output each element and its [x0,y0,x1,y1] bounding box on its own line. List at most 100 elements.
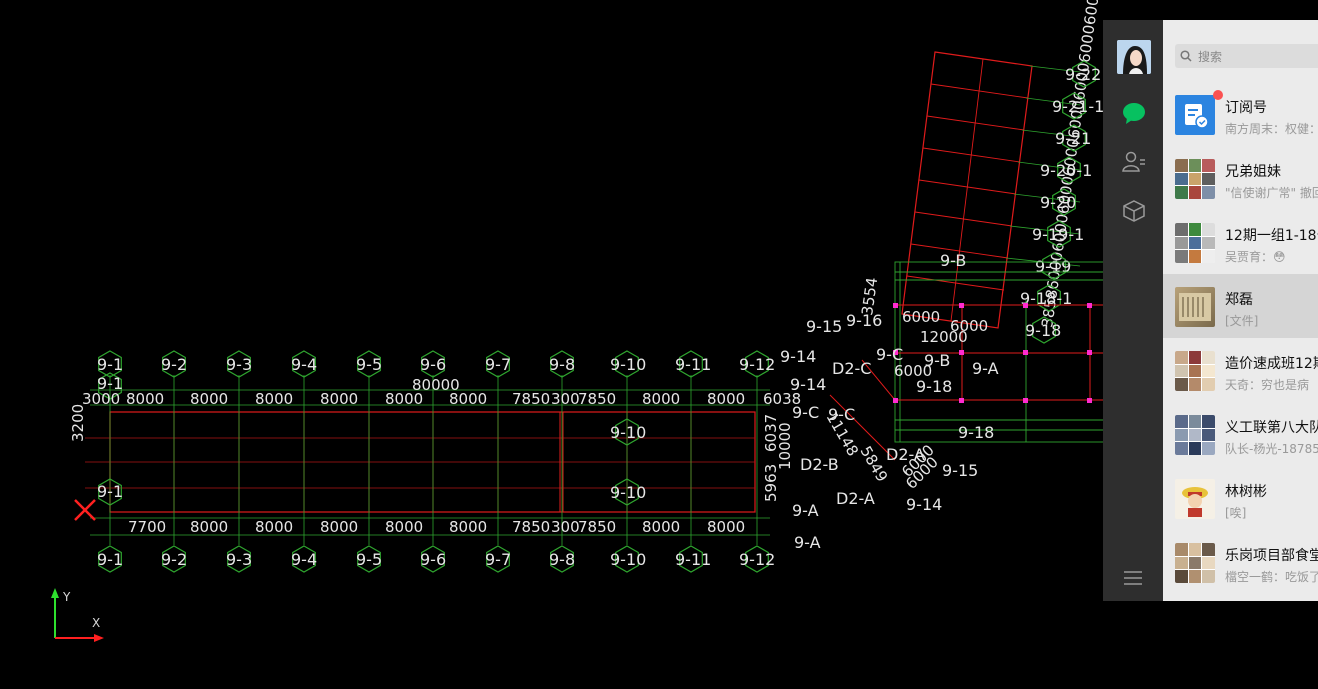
svg-text:80000: 80000 [412,376,460,394]
svg-text:9-A: 9-A [792,501,819,520]
svg-text:6000: 6000 [894,362,932,380]
group-avatar [1175,415,1215,455]
svg-text:9-14: 9-14 [906,495,942,514]
chat-item-lin[interactable]: 林树彬 [唉] [1163,466,1318,530]
svg-text:8000: 8000 [385,390,423,408]
svg-text:9-2: 9-2 [161,550,187,569]
search-placeholder: 搜索 [1198,49,1223,64]
svg-text:9-A: 9-A [972,359,999,378]
svg-text:9-20: 9-20 [1040,193,1076,212]
my-avatar[interactable] [1117,40,1151,74]
svg-text:9-2: 9-2 [161,355,187,374]
svg-text:9-5: 9-5 [356,550,382,569]
subscription-icon [1175,95,1215,135]
svg-text:9-C: 9-C [876,345,903,364]
svg-text:9-6: 9-6 [420,355,446,374]
group-avatar [1175,351,1215,391]
svg-text:9-18-1: 9-18-1 [1020,289,1072,308]
chat-bubble-icon[interactable] [1121,100,1147,126]
ucs-icon: Y X [51,588,104,642]
svg-text:5963: 5963 [762,464,780,502]
bottom-axis-labels: 9-1 9-2 9-3 9-4 9-5 9-6 9-7 9-8 9-10 9-1… [97,545,775,573]
top-axis-labels: 9-1 9-2 9-3 9-4 9-5 9-6 9-7 9-8 9-10 9-1… [97,350,775,378]
svg-text:9-14: 9-14 [790,375,826,394]
svg-text:10000: 10000 [776,422,794,470]
search-box[interactable]: 搜索 [1175,44,1318,68]
chat-preview: [唉] [1225,506,1247,520]
svg-text:9-14: 9-14 [780,347,816,366]
svg-text:9-6: 9-6 [420,550,446,569]
svg-text:6038: 6038 [763,390,801,408]
svg-text:6000: 6000 [902,308,940,326]
svg-text:8000: 8000 [449,518,487,536]
svg-text:9-8: 9-8 [549,355,575,374]
chat-item-zhenglei[interactable]: 郑磊 [文件] [1163,274,1318,338]
chat-item-subscriptions[interactable]: 订阅号 南方周末：权健： [1163,82,1318,146]
left-dimension: 3200 [69,404,87,442]
chat-list: 搜索 订阅号 南方周末：权健： 兄弟姐妹 "信使谢广常" 撤回 12期一组1-1… [1163,20,1318,601]
svg-text:7850: 7850 [578,518,616,536]
svg-text:9-16: 9-16 [846,311,882,330]
svg-text:6000: 6000 [950,317,988,335]
svg-text:300: 300 [551,518,580,536]
search-icon [1180,50,1194,62]
svg-text:9-C: 9-C [792,403,819,422]
svg-text:Y: Y [62,590,71,604]
chat-item-volunteers[interactable]: 义工联第八大队 队长-杨光-18785 [1163,402,1318,466]
chat-item-canteen[interactable]: 乐岗项目部食堂 檔空一鹤：吃饭了 [1163,530,1318,594]
chat-name: 造价速成班12期 [1225,356,1318,372]
chat-item-siblings[interactable]: 兄弟姐妹 "信使谢广常" 撤回 [1163,146,1318,210]
svg-text:8000: 8000 [642,518,680,536]
svg-text:9-7: 9-7 [485,355,511,374]
svg-text:8000: 8000 [255,518,293,536]
contact-avatar [1175,287,1215,327]
svg-text:D2-C: D2-C [832,359,871,378]
chat-item-group-12[interactable]: 12期一组1-18号 吴贾育：😳 [1163,210,1318,274]
svg-text:9-4: 9-4 [291,355,317,374]
chat-item-cost-course[interactable]: 造价速成班12期 天奇：穷也是病 [1163,338,1318,402]
svg-text:9-A: 9-A [794,533,821,552]
svg-text:9-11: 9-11 [675,550,711,569]
left-axis-labels: 9-1 9-1 [97,372,123,506]
chat-name: 义工联第八大队 [1225,420,1318,436]
svg-text:9-15: 9-15 [806,317,842,336]
svg-text:9-5: 9-5 [356,355,382,374]
svg-text:8000: 8000 [385,518,423,536]
wechat-window[interactable]: 搜索 订阅号 南方周末：权健： 兄弟姐妹 "信使谢广常" 撤回 12期一组1-1… [1103,20,1318,601]
svg-text:3554: 3554 [858,276,881,316]
chat-name: 兄弟姐妹 [1225,164,1281,180]
svg-text:9-B: 9-B [940,251,966,270]
svg-text:6037: 6037 [762,414,780,452]
svg-text:X: X [92,616,100,630]
svg-text:9-3: 9-3 [226,355,252,374]
svg-text:9-1: 9-1 [97,374,123,393]
svg-text:7850: 7850 [578,390,616,408]
chat-name: 乐岗项目部食堂 [1225,548,1318,564]
svg-text:9-21: 9-21 [1055,129,1091,148]
svg-text:9-11: 9-11 [675,355,711,374]
svg-text:7850: 7850 [512,518,550,536]
svg-text:8000: 8000 [320,518,358,536]
group-avatar [1175,159,1215,199]
chat-preview: 吴贾育：😳 [1225,250,1286,264]
contacts-icon[interactable] [1121,148,1147,174]
svg-text:8000: 8000 [126,390,164,408]
chat-name: 郑磊 [1225,292,1253,308]
svg-text:8000: 8000 [642,390,680,408]
svg-text:D2-A: D2-A [886,445,925,464]
svg-text:9-3: 9-3 [226,550,252,569]
group-avatar [1175,543,1215,583]
svg-text:7700: 7700 [128,518,166,536]
unread-badge [1213,90,1223,100]
menu-icon[interactable] [1123,570,1143,585]
svg-text:9-10: 9-10 [610,483,646,502]
svg-text:9-15: 9-15 [942,461,978,480]
chat-name: 订阅号 [1225,100,1267,116]
svg-text:12000: 12000 [920,328,968,346]
wechat-sidebar [1103,20,1163,601]
chat-preview: "信使谢广常" 撤回 [1225,186,1318,200]
svg-text:8000: 8000 [190,518,228,536]
svg-text:7850: 7850 [512,390,550,408]
favorites-cube-icon[interactable] [1121,198,1147,224]
